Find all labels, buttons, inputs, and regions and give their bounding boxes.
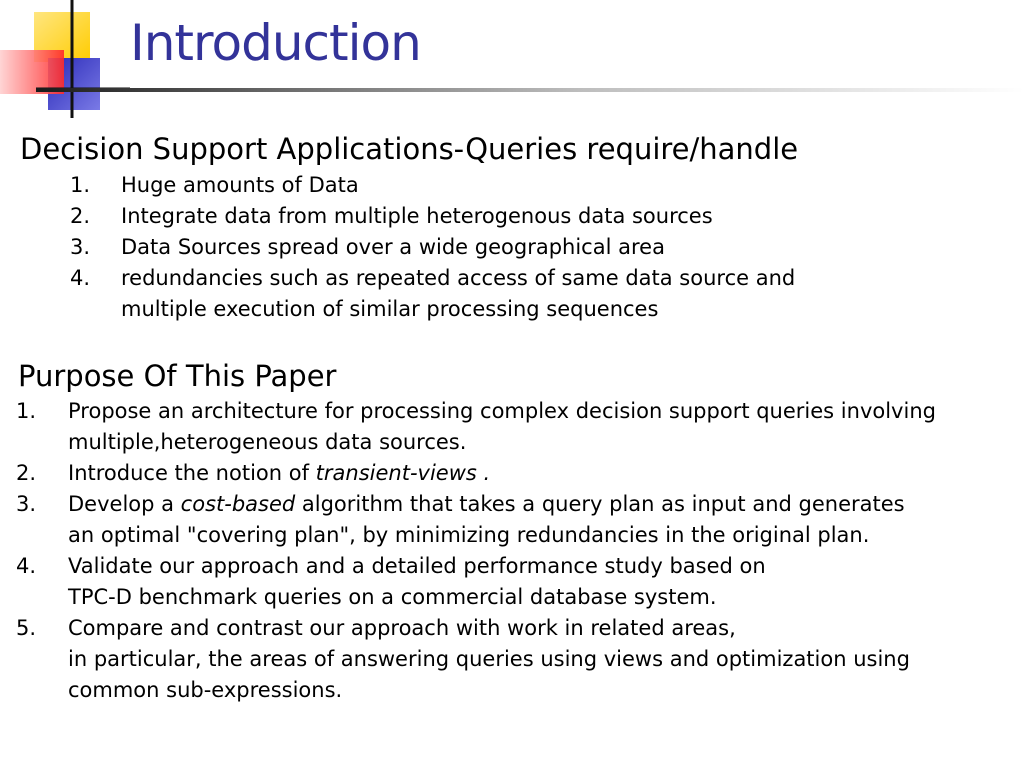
list-item-text: Develop a cost-based algorithm that take… (68, 489, 1006, 520)
title-underline (36, 88, 1024, 92)
list-item-text: Huge amounts of Data (121, 173, 359, 197)
list-number: 3. (16, 492, 37, 516)
list-number: 1. (70, 173, 91, 197)
list-item: 2. Integrate data from multiple heteroge… (70, 201, 970, 232)
text-segment: algorithm that takes a query plan as inp… (295, 492, 905, 516)
section-heading-purpose: Purpose Of This Paper (18, 359, 337, 393)
italic-term: cost-based (180, 492, 296, 516)
list-number: 4. (70, 266, 91, 290)
logo-red-square (0, 50, 64, 94)
list-number: 5. (16, 616, 37, 640)
list-item: 1. Propose an architecture for processin… (16, 396, 1006, 458)
list-item-text: redundancies such as repeated access of … (121, 266, 796, 290)
text-segment: Introduce the notion of (68, 461, 316, 485)
list-item: 3. Develop a cost-based algorithm that t… (16, 489, 1006, 551)
list-item-text-continued: TPC-D benchmark queries on a commercial … (68, 585, 717, 609)
list-item-text: Data Sources spread over a wide geograph… (121, 235, 665, 259)
list-item: 4. Validate our approach and a detailed … (16, 551, 1006, 613)
list-item-text: Propose an architecture for processing c… (68, 399, 936, 423)
list-item: 2. Introduce the notion of transient-vie… (16, 458, 1006, 489)
list-item-text: Integrate data from multiple heterogenou… (121, 204, 713, 228)
list-item-text-continued: multiple,heterogeneous data sources. (68, 430, 467, 454)
list-number: 4. (16, 554, 37, 578)
list-item-text: Introduce the notion of transient-views … (68, 458, 1006, 489)
list-item: 5. Compare and contrast our approach wit… (16, 613, 1006, 706)
purpose-list: 1. Propose an architecture for processin… (16, 396, 1006, 706)
list-number: 3. (70, 235, 91, 259)
list-item-text-continued: multiple execution of similar processing… (121, 297, 659, 321)
text-segment: Develop a (68, 492, 181, 516)
slide-title: Introduction (130, 14, 422, 72)
list-item-text-continued: common sub-expressions. (68, 678, 343, 702)
requirements-list: 1. Huge amounts of Data 2. Integrate dat… (70, 170, 970, 325)
list-item-text-continued: in particular, the areas of answering qu… (68, 647, 910, 671)
list-item-text: Validate our approach and a detailed per… (68, 554, 766, 578)
italic-term: transient-views . (315, 461, 491, 485)
list-item: 4. redundancies such as repeated access … (70, 263, 970, 325)
slide-logo (0, 0, 130, 118)
list-number: 1. (16, 399, 37, 423)
list-number: 2. (70, 204, 91, 228)
list-item-text: Compare and contrast our approach with w… (68, 616, 736, 640)
section-heading-requirements: Decision Support Applications-Queries re… (20, 132, 799, 166)
list-number: 2. (16, 461, 37, 485)
list-item-text-continued: an optimal "covering plan", by minimizin… (68, 523, 870, 547)
list-item: 3. Data Sources spread over a wide geogr… (70, 232, 970, 263)
list-item: 1. Huge amounts of Data (70, 170, 970, 201)
